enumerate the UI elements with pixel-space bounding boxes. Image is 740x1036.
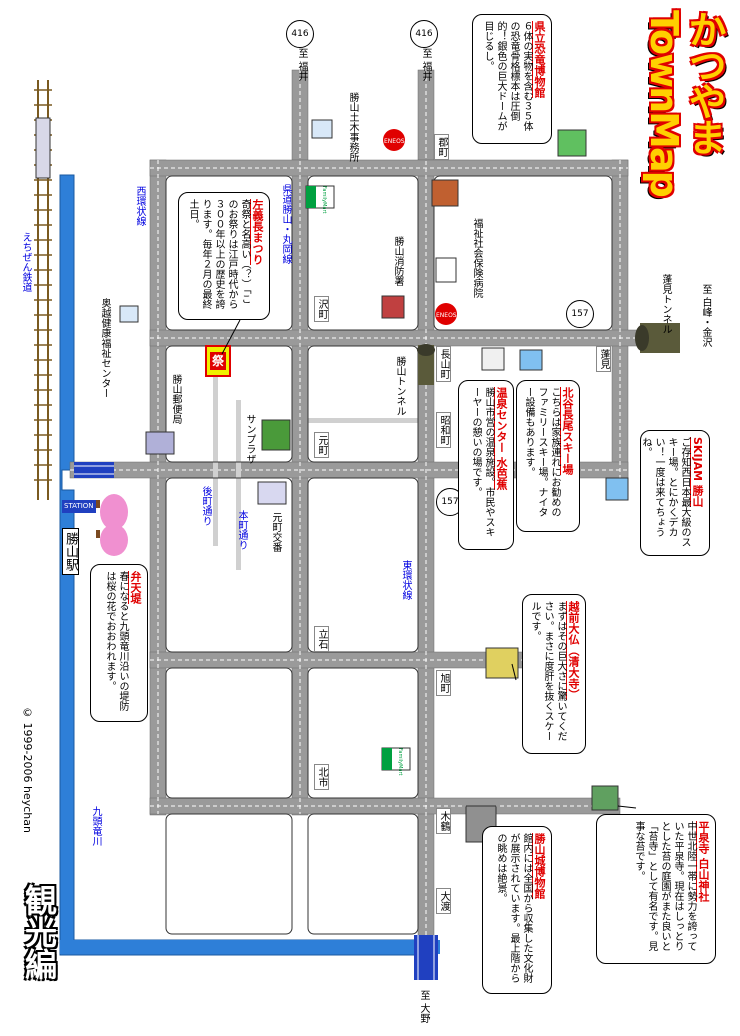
- festival-bubble: 左義長まつり 奇祭と名高い（？）「このお祭りは江戸時代から３００年以上の歴史を誇…: [178, 192, 270, 320]
- bubble-tails: [221, 319, 637, 857]
- kendo-label: 県道勝山・丸岡線: [280, 184, 291, 264]
- eneos-label: ENEOS: [384, 138, 405, 145]
- town-tateishi: 立石: [314, 626, 329, 652]
- dino-museum-bubble: 県立恐竜博物館 ６体の実物を含む３５体の恐竜骨格標本は圧倒的！銀色の巨大ドームが…: [472, 14, 552, 144]
- route-157-shield: 157: [566, 300, 594, 328]
- katsuyama-tunnel-label: 勝山トンネル: [394, 356, 405, 416]
- station-label: 勝山駅: [62, 528, 79, 575]
- sakura-title: 弁天堤: [129, 571, 142, 604]
- onsen-bubble: 温泉センター 水芭蕉 勝山市営の温泉施設。市民やスキーヤーの憩いの場です。: [458, 380, 514, 550]
- eneos-markers: [383, 129, 457, 325]
- copyright: © 1999-2006 heychan: [21, 706, 34, 833]
- dino-museum-title: 県立恐竜博物館: [533, 21, 546, 98]
- hirokiri-tunnel-label: 蓬見トンネル: [660, 274, 671, 334]
- railway-label: えちぜん鉄道: [20, 232, 31, 292]
- hakusan-title: 平泉寺 白山神社: [697, 821, 710, 902]
- skijam-title: SKIJAM 勝山: [691, 437, 704, 507]
- town-kitaichi: 北市: [314, 764, 329, 790]
- minor-streets: [213, 346, 418, 570]
- festival-title: 左義長まつり: [251, 199, 264, 265]
- okuetsu-label: 奥越健康福祉センター: [99, 298, 110, 398]
- bridge-ono: [414, 935, 438, 980]
- route-416-shield: 416: [410, 20, 438, 48]
- to-ono-label: 至 大野: [418, 990, 429, 1024]
- ski-area-text: こちらは家族連れにお勧めのファミリースキー場。ナイター設備もあります。: [523, 387, 560, 517]
- castle-text: 館内には全国から収集した文化財が展示されています。最上階からの眺めは絶景。: [495, 833, 532, 983]
- river: [59, 174, 440, 956]
- section-title: 観光編: [20, 884, 58, 980]
- town-asahimachi: 旭町: [436, 670, 451, 696]
- town-kisakura: 木鶴: [436, 808, 451, 834]
- sakura-text: 春になると九頭竜川沿いの堤防は桜の花でおおわれます。: [104, 571, 128, 711]
- daibutsu-title: 越前大仏（清大寺）: [567, 601, 580, 700]
- hakusan-bubble: 平泉寺 白山神社 中世北陸一帯に勢力を誇っていた平泉寺。現在はしっとりとした苔の…: [596, 814, 716, 964]
- town-motomachi: 元町: [314, 432, 329, 458]
- sakura-trees: [96, 494, 128, 556]
- to-fukui-label: 至 福井: [296, 48, 307, 82]
- doboku-label: 勝山土木事務所: [347, 92, 358, 162]
- roads: [69, 69, 671, 961]
- nishi-kanjo-label: 西環状線: [134, 186, 145, 226]
- to-fukui-label: 至 福井: [420, 48, 431, 82]
- familymart-label: FamilyMart: [321, 186, 327, 214]
- town-osawa: 大渡: [436, 888, 451, 914]
- route-416-shield: 416: [286, 20, 314, 48]
- daibutsu-text: まずはその巨大さに驚いてください。まさに度肝を抜くスケールです。: [529, 601, 566, 741]
- river-label: 九頭竜川: [90, 806, 101, 846]
- onsen-title: 温泉センター 水芭蕉: [495, 387, 508, 490]
- town-hirokiri: 蓬見: [596, 346, 611, 372]
- motomachi-dori-label: 本町通り: [236, 510, 247, 550]
- city-blocks: [165, 175, 613, 935]
- familymart-label: FamilyMart: [397, 748, 403, 776]
- ski-area-title: 北谷長尾スキー場: [561, 387, 574, 475]
- town-showamachi: 昭和町: [436, 412, 451, 448]
- sakura-bubble: 弁天堤 春になると九頭竜川沿いの堤防は桜の花でおおわれます。: [90, 564, 148, 722]
- familymart-markers: [305, 185, 411, 771]
- higashi-kanjo-label: 東環状線: [400, 560, 411, 600]
- welfare-hospital-label: 福祉社会保険病院: [471, 218, 482, 298]
- buildings: [119, 119, 629, 843]
- skijam-text: ご存知西日本最大級のスキー場。とにかくデカい！一度は来てちょうね。: [640, 437, 690, 547]
- skijam-bubble: SKIJAM 勝山 ご存知西日本最大級のスキー場。とにかくデカい！一度は来てちょ…: [640, 430, 710, 556]
- gocho-dori-label: 後町通り: [200, 486, 211, 526]
- railway: [34, 80, 52, 500]
- town-gunmachi: 郡町: [434, 134, 449, 160]
- post-office-label: 勝山郵便局: [170, 374, 181, 424]
- bridge-station: [74, 462, 114, 478]
- station-tag: STATION: [62, 500, 96, 513]
- castle-bubble: 勝山城博物館 館内には全国から収集した文化財が展示されています。最上階からの眺め…: [482, 826, 552, 994]
- dino-museum-text: ６体の実物を含む３５体の恐竜骨格標本は圧倒的！銀色の巨大ドームが目じるし。: [482, 21, 532, 131]
- ski-area-bubble: 北谷長尾スキー場 こちらは家族連れにお勧めのファミリースキー場。ナイター設備もあ…: [516, 380, 580, 532]
- fire-station-label: 勝山消防署: [392, 236, 403, 286]
- to-shiramine-label: 至 白峰・金沢: [700, 284, 711, 348]
- festival-icon: 祭: [212, 354, 225, 368]
- hakusan-text: 中世北陸一帯に勢力を誇っていた平泉寺。現在はしっとりとした苔の庭園がまた良いと「…: [633, 821, 696, 951]
- daibutsu-bubble: 越前大仏（清大寺） まずはその巨大さに驚いてください。まさに度肝を抜くスケールで…: [522, 594, 586, 754]
- map-title: かつやまTownMap: [642, 10, 726, 196]
- police-box-label: 元町交番: [270, 512, 281, 552]
- castle-title: 勝山城博物館: [533, 833, 546, 899]
- festival-text: 奇祭と名高い（？）「このお祭りは江戸時代から３００年以上の歴史を誇ります。毎年２…: [187, 199, 250, 309]
- town-sawamachi: 沢町: [314, 296, 329, 322]
- onsen-text: 勝山市営の温泉施設。市民やスキーヤーの憩いの場です。: [470, 387, 494, 537]
- town-nagayamachi: 長山町: [436, 346, 451, 382]
- eneos-label: ENEOS: [436, 312, 457, 319]
- sunplaza-label: サンプラザ: [244, 414, 255, 464]
